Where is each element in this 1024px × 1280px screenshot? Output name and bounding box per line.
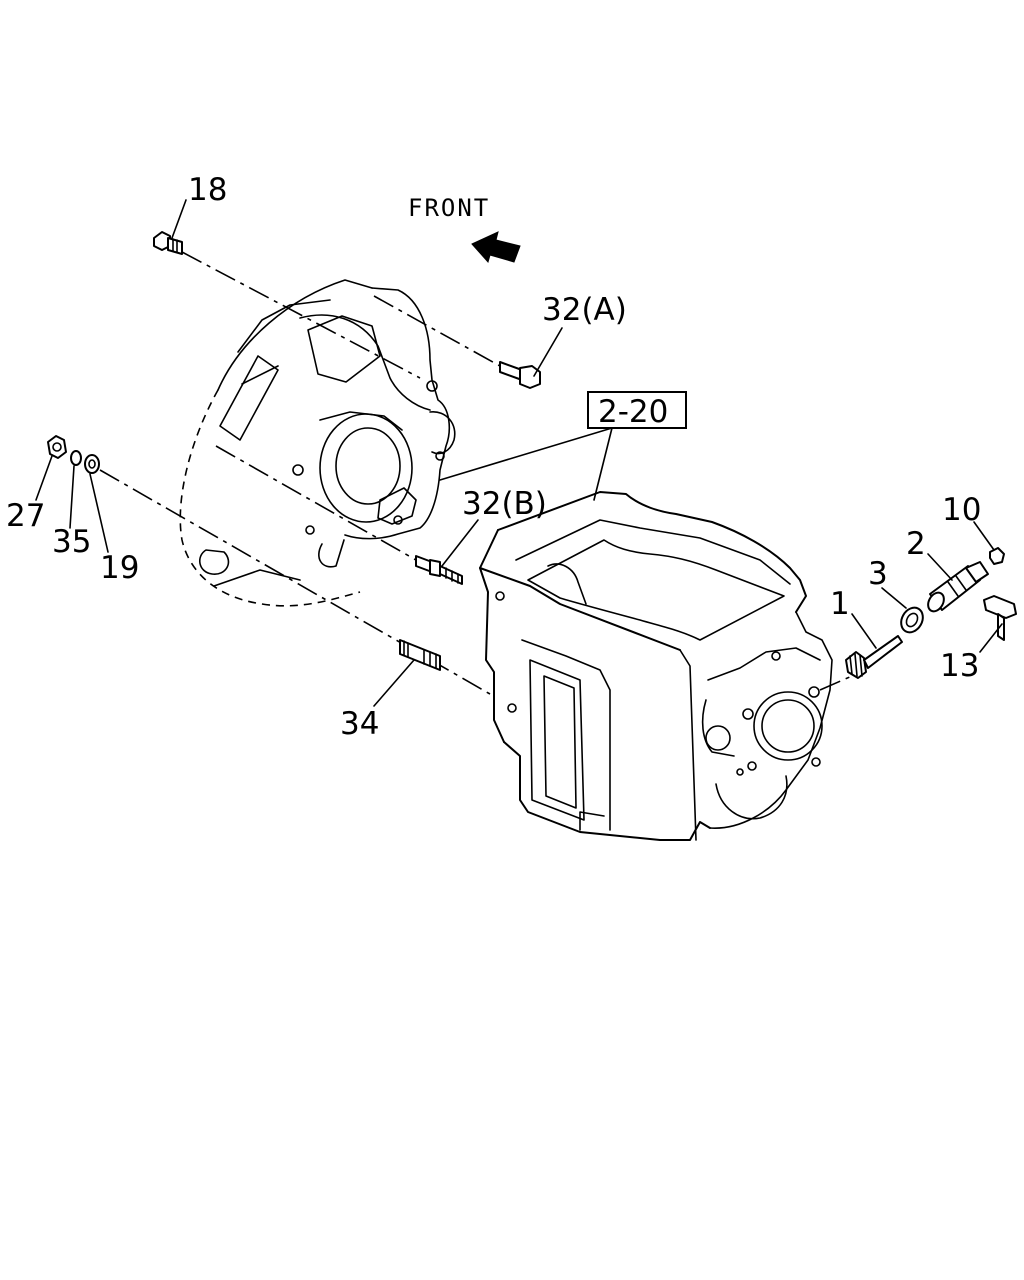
bolt-32b-centerline (215, 445, 417, 561)
nut-27 (47, 435, 67, 459)
transmission-case (479, 491, 833, 841)
stud-32b (415, 555, 463, 585)
reference-callout: 2-20 (439, 391, 687, 501)
callout-2: 2 (906, 526, 926, 562)
bolt-18-centerline (181, 251, 421, 379)
washer-19 (84, 454, 100, 474)
callout-35: 35 (52, 524, 91, 560)
stud-34 (399, 639, 441, 671)
bolt-32a-centerline (373, 295, 501, 367)
bolt-18 (153, 231, 183, 255)
callout-27: 27 (6, 498, 45, 534)
gear-centerline (819, 675, 853, 691)
reference-box-label: 2-20 (598, 394, 668, 430)
leader-lines (35, 199, 1003, 707)
cap-10 (989, 547, 1005, 565)
callout-10: 10 (942, 492, 981, 528)
driven-gear-1 (845, 635, 903, 679)
bolt-13 (983, 595, 1017, 641)
callout-18: 18 (188, 172, 227, 208)
sleeve-2 (927, 561, 989, 613)
callout-19: 19 (100, 550, 139, 586)
callout-32a: 32(A) (542, 292, 627, 328)
lock-washer-35 (70, 450, 82, 466)
clutch-housing (179, 279, 456, 607)
callout-13: 13 (940, 648, 979, 684)
front-arrow-icon (471, 231, 521, 264)
front-label: FRONT (408, 194, 490, 222)
callout-3: 3 (868, 556, 888, 592)
callout-34: 34 (340, 706, 379, 742)
o-ring-3 (900, 606, 924, 634)
reference-box (587, 391, 687, 429)
bolt-32a (499, 361, 541, 389)
callout-32b: 32(B) (462, 486, 547, 522)
callout-1: 1 (830, 586, 850, 622)
